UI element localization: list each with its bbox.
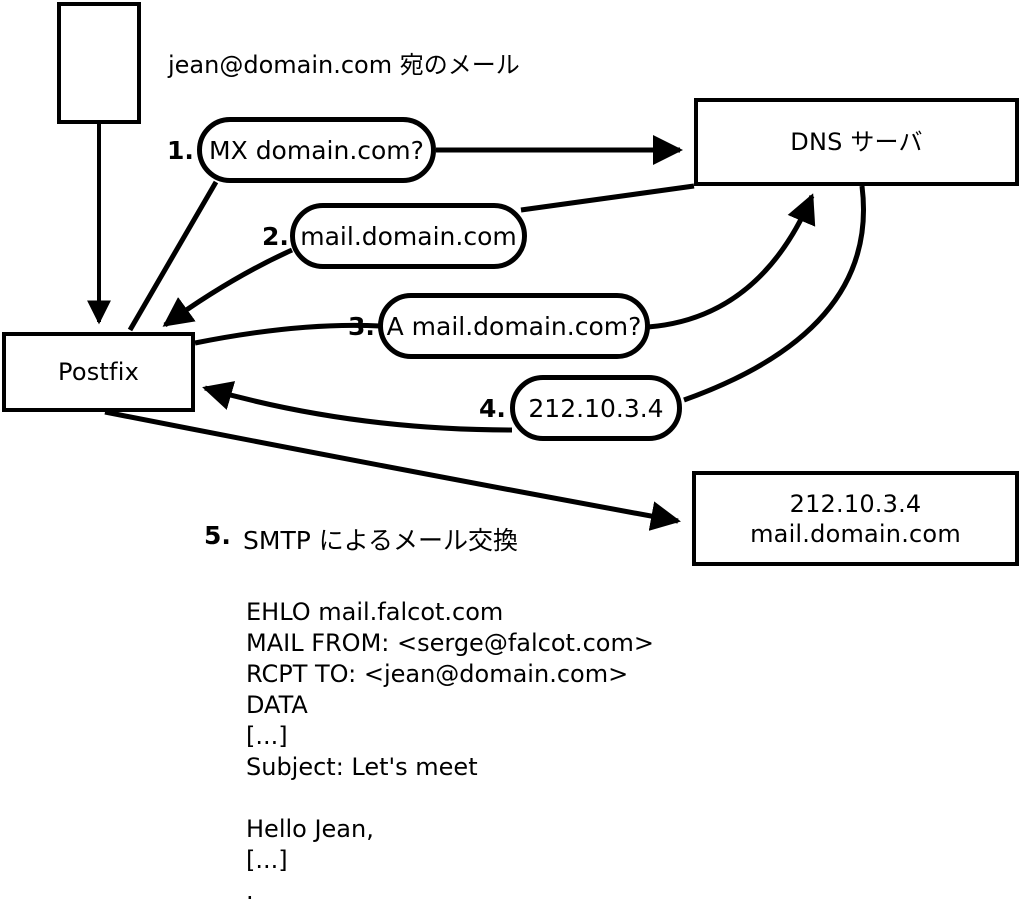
bubble-step-3-label: A mail.domain.com? <box>386 311 642 341</box>
bubble-step-2-label: mail.domain.com <box>300 221 517 251</box>
node-dns-server-box: DNS サーバ <box>694 98 1019 186</box>
connector-dns-to-step4 <box>683 185 866 403</box>
connector-postfix-to-step3 <box>194 322 381 346</box>
bubble-step-1-mx-query: MX domain.com? <box>197 117 436 183</box>
connector-dns-to-step2 <box>520 183 695 213</box>
smtp-transcript-line <box>246 783 654 814</box>
step-number-1: 1. <box>167 136 194 165</box>
smtp-transcript-line: RCPT TO: <jean@domain.com> <box>246 660 629 688</box>
node-dns-server-label: DNS サーバ <box>790 128 923 156</box>
smtp-transcript-line: EHLO mail.falcot.com <box>246 598 504 626</box>
smtp-transcript-line: DATA <box>246 691 308 719</box>
step-number-5: 5. <box>204 521 231 550</box>
smtp-transcript-line: [...] <box>246 722 288 750</box>
connector-postfix-to-mailserver <box>104 409 681 531</box>
node-client-box <box>57 2 141 124</box>
smtp-transcript-line: Hello Jean, <box>246 815 374 843</box>
node-postfix-label: Postfix <box>58 358 139 386</box>
node-mail-server-ip: 212.10.3.4 <box>789 489 922 518</box>
node-postfix-box: Postfix <box>2 332 195 412</box>
incoming-mail-label: jean@domain.com 宛のメール <box>168 51 520 79</box>
connector-postfix-to-step1 <box>127 180 219 332</box>
connector-step2-to-postfix <box>162 247 294 328</box>
smtp-transcript-line: . <box>246 877 254 905</box>
node-mail-server-hostname: mail.domain.com <box>750 519 961 548</box>
smtp-transcript-line: MAIL FROM: <serge@falcot.com> <box>246 629 654 657</box>
step-5-label: SMTP によるメール交換 <box>243 526 518 555</box>
bubble-step-4-label: 212.10.3.4 <box>528 393 664 423</box>
connector-step4-to-postfix <box>202 381 513 433</box>
connector-step3-to-dns <box>647 193 816 330</box>
bubble-step-2-mx-answer: mail.domain.com <box>290 203 527 269</box>
bubble-step-1-label: MX domain.com? <box>209 135 424 165</box>
step-number-2: 2. <box>262 222 289 251</box>
node-mail-server-box: 212.10.3.4 mail.domain.com <box>692 471 1019 566</box>
step-number-4: 4. <box>479 394 506 423</box>
bubble-step-4-a-answer: 212.10.3.4 <box>510 375 682 441</box>
smtp-transcript-line: Subject: Let's meet <box>246 753 478 781</box>
step-number-3: 3. <box>348 312 375 341</box>
bubble-step-3-a-query: A mail.domain.com? <box>378 293 650 359</box>
smtp-transcript-line: [...] <box>246 846 288 874</box>
